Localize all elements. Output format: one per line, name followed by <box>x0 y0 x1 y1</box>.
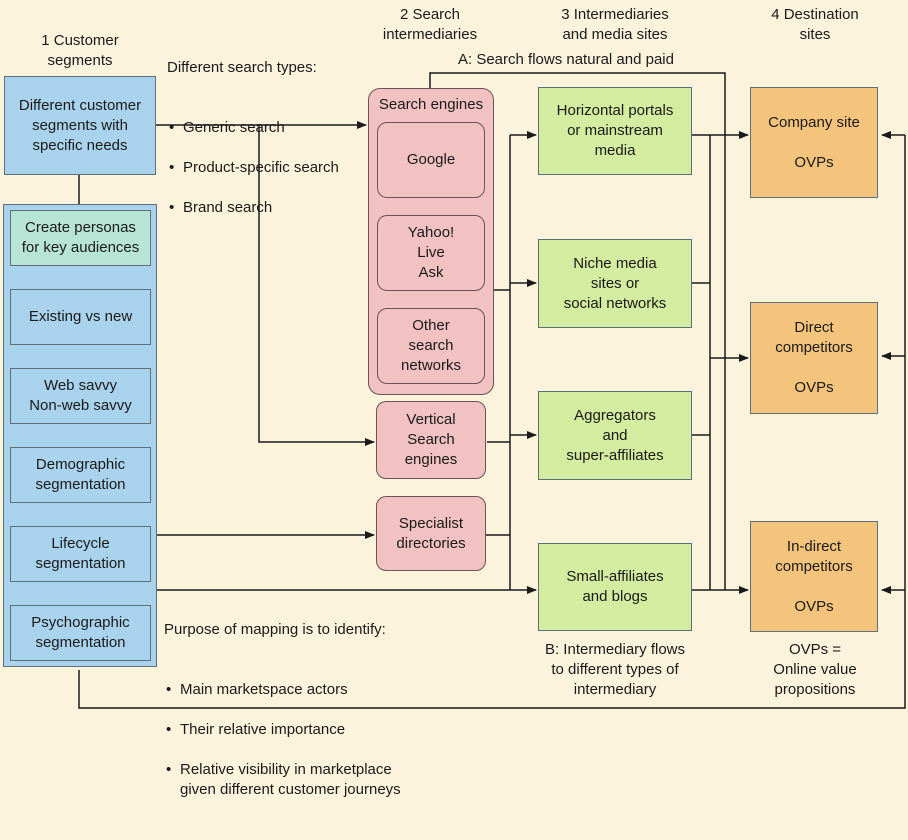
ovp-definition: OVPs = Online value propositions <box>773 641 857 698</box>
column-header-customer-segments: 1 Customer segments <box>41 32 119 69</box>
search-types-list: Generic search Product-specific search B… <box>167 98 339 238</box>
arrow-to-vertical-search <box>258 125 375 446</box>
segment-psychographic: Psychographic segmentation <box>10 605 151 661</box>
destination-indirect-competitors: In-direct competitors OVPs <box>750 521 878 632</box>
segment-demographic: Demographic segmentation <box>10 447 151 503</box>
intermediary-niche-media: Niche media sites or social networks <box>538 239 692 328</box>
flow-a-line <box>429 72 726 590</box>
specialist-directories: Specialist directories <box>376 496 486 571</box>
search-types-note: Different search types: Generic search P… <box>167 38 339 258</box>
flow-a-label: A: Search flows natural and paid <box>458 51 674 68</box>
search-engine-other-networks: Other search networks <box>377 308 485 384</box>
segment-lifecycle: Lifecycle segmentation <box>10 526 151 582</box>
segment-existing-vs-new: Existing vs new <box>10 289 151 345</box>
search-type-item: Generic search <box>167 118 339 138</box>
search-type-item: Product-specific search <box>167 158 339 178</box>
intermediary-horizontal-portals: Horizontal portals or mainstream media <box>538 87 692 175</box>
purpose-heading: Purpose of mapping is to identify: <box>164 621 386 638</box>
search-engine-yahoo-live-ask: Yahoo! Live Ask <box>377 215 485 291</box>
column-header-search-intermediaries: 2 Search intermediaries <box>382 6 478 43</box>
personas-box: Create personas for key audiences <box>10 210 151 266</box>
intermediary-small-affiliates: Small-affiliates and blogs <box>538 543 692 631</box>
flow-b-label: B: Intermediary flows to different types… <box>544 641 686 698</box>
destination-company-site: Company site OVPs <box>750 87 878 198</box>
search-type-item: Brand search <box>167 198 339 218</box>
intermediary-aggregators: Aggregators and super-affiliates <box>538 391 692 480</box>
column-header-intermediaries-media: 3 Intermediaries and media sites <box>561 6 669 43</box>
search-engines-label: Search engines <box>378 96 484 113</box>
destination-direct-competitors: Direct competitors OVPs <box>750 302 878 414</box>
purpose-item: Relative visibility in marketplace given… <box>164 760 401 800</box>
search-engine-google: Google <box>377 122 485 198</box>
connector-lines <box>78 72 906 709</box>
purpose-item: Main marketspace actors <box>164 680 401 700</box>
column-header-destination-sites: 4 Destination sites <box>771 6 859 43</box>
marketplace-map-diagram: 1 Customer segments 2 Search intermediar… <box>0 0 908 715</box>
return-line-bottom <box>78 135 906 709</box>
purpose-list: Main marketspace actors Their relative i… <box>164 660 401 820</box>
search-types-heading: Different search types: <box>167 59 317 76</box>
customer-segments-box: Different customer segments with specifi… <box>4 76 156 175</box>
segmentation-panel <box>3 204 157 667</box>
vertical-search-engines: Vertical Search engines <box>376 401 486 479</box>
segment-web-savvy: Web savvy Non-web savvy <box>10 368 151 424</box>
purpose-item: Their relative importance <box>164 720 401 740</box>
purpose-note: Purpose of mapping is to identify: Main … <box>164 600 401 840</box>
